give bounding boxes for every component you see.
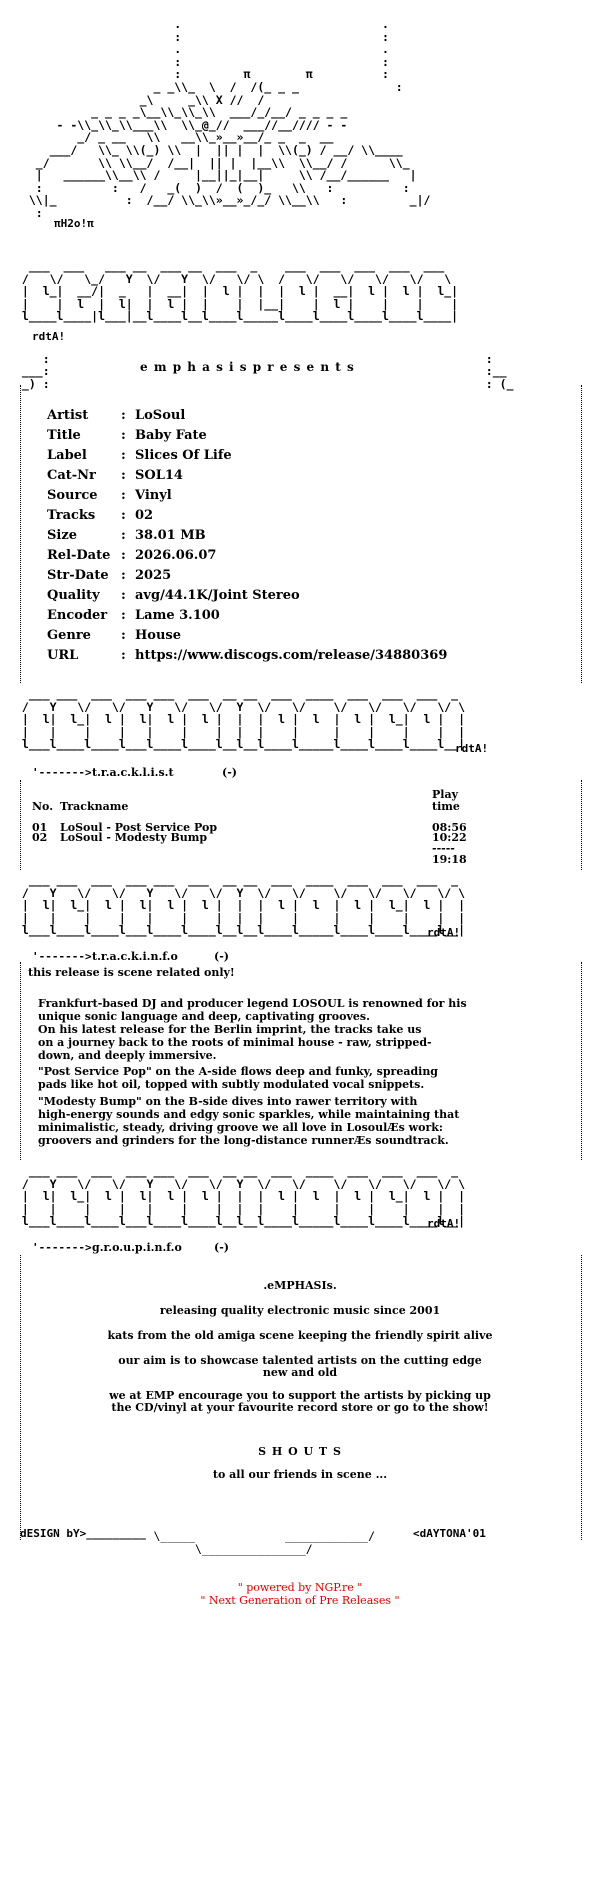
groupinfo-back-arrow: (-) — [214, 1241, 229, 1254]
scene-notice: this release is scene related only! — [28, 966, 235, 979]
h2o-tag: πH2o!π — [54, 217, 94, 230]
presents-line: e m p h a s i s p r e s e n t s — [140, 360, 355, 374]
trackinfo-arrow: '-------> — [32, 950, 92, 963]
col-play: Play — [432, 788, 458, 801]
ascii-logo-emphasis: ___ ___ ___ __ ___ __ ___ _ ___ ___ ___ … — [21, 259, 459, 324]
ascii-divider-groupinfo: ___ ___ ___ ___ ___ ___ __ __ ___ ____ _… — [21, 1164, 466, 1229]
group-name: .eMPHASIs. — [263, 1279, 337, 1292]
col-trackname: Trackname — [60, 800, 129, 813]
rdta-tag-3: rdtA! — [427, 926, 461, 939]
trackinfo-paragraph-1: Frankfurt-based DJ and producer legend L… — [38, 997, 467, 1062]
track-no: 02 — [32, 831, 48, 844]
ascii-divider-trackinfo: ___ ___ ___ ___ ___ ___ __ __ ___ ____ _… — [21, 873, 466, 938]
daytona-credit: <dAYTONA'01 — [413, 1527, 486, 1540]
footer-tagline: " Next Generation of Pre Releases " — [200, 1594, 400, 1607]
trackinfo-frame — [20, 962, 582, 1160]
group-line-1: releasing quality electronic music since… — [159, 1304, 441, 1317]
track-time: 10:22 — [432, 831, 467, 844]
info-frame — [20, 385, 582, 683]
groupinfo-section-title: g.r.o.u.p.i.n.f.o — [92, 1241, 182, 1254]
shouts-title: S H O U T S — [258, 1445, 342, 1458]
groupinfo-arrow: '-------> — [32, 1241, 92, 1254]
rdta-tag-2: rdtA! — [455, 742, 489, 755]
ascii-bottom-border: \_____ ____________/ \_______________/ — [153, 1529, 376, 1556]
tracklist-total: 19:18 — [432, 853, 467, 866]
col-no: No. — [32, 800, 54, 813]
tracklist-arrow: '-------> — [32, 766, 92, 779]
col-time: time — [432, 800, 460, 813]
trackinfo-paragraph-2: "Post Service Pop" on the A-side flows d… — [38, 1065, 439, 1091]
ascii-corner-top: : : ___: :__ _) : — [21, 351, 514, 391]
tracklist-frame — [20, 780, 582, 870]
group-line-4a: we at EMP encourage you to support the a… — [109, 1389, 491, 1402]
group-line-4b: the CD/vinyl at your favourite record st… — [111, 1401, 489, 1414]
track-name: LoSoul - Post Service Pop — [60, 821, 218, 834]
release-url-link[interactable]: https://www.discogs.com/release/34880369 — [135, 648, 448, 663]
trackinfo-paragraph-3: "Modesty Bump" on the B-side dives into … — [38, 1095, 460, 1147]
tracklist-back-arrow: (-) — [222, 766, 237, 779]
track-no: 01 — [32, 821, 48, 834]
rdta-tag-1: rdtA! — [32, 330, 66, 343]
trackinfo-back-arrow: (-) — [214, 950, 229, 963]
group-line-3b: new and old — [262, 1366, 338, 1379]
ascii-art-header: . . : : . . : : — [28, 17, 431, 220]
group-line-3a: our aim is to showcase talented artists … — [118, 1354, 482, 1367]
group-line-2: kats from the old amiga scene keeping th… — [107, 1329, 493, 1342]
track-time: 08:56 — [432, 821, 467, 834]
ascii-divider-tracklist: ___ ___ ___ ___ ___ ___ __ __ ___ ____ _… — [21, 687, 466, 752]
design-by-label: dESIGN bY>_________ — [20, 1527, 146, 1540]
footer-powered-by: " powered by NGP.re " — [237, 1581, 363, 1594]
track-name: LoSoul - Modesty Bump — [60, 831, 208, 844]
rdta-tag-4: rdtA! — [427, 1217, 461, 1230]
tracklist-divider: ----- — [432, 842, 455, 855]
trackinfo-section-title: t.r.a.c.k.i.n.f.o — [92, 950, 178, 963]
groupinfo-frame — [20, 1255, 582, 1540]
tracklist-section-title: t.r.a.c.k.l.i.s.t — [92, 766, 174, 779]
shouts-text: to all our friends in scene ... — [212, 1468, 388, 1481]
